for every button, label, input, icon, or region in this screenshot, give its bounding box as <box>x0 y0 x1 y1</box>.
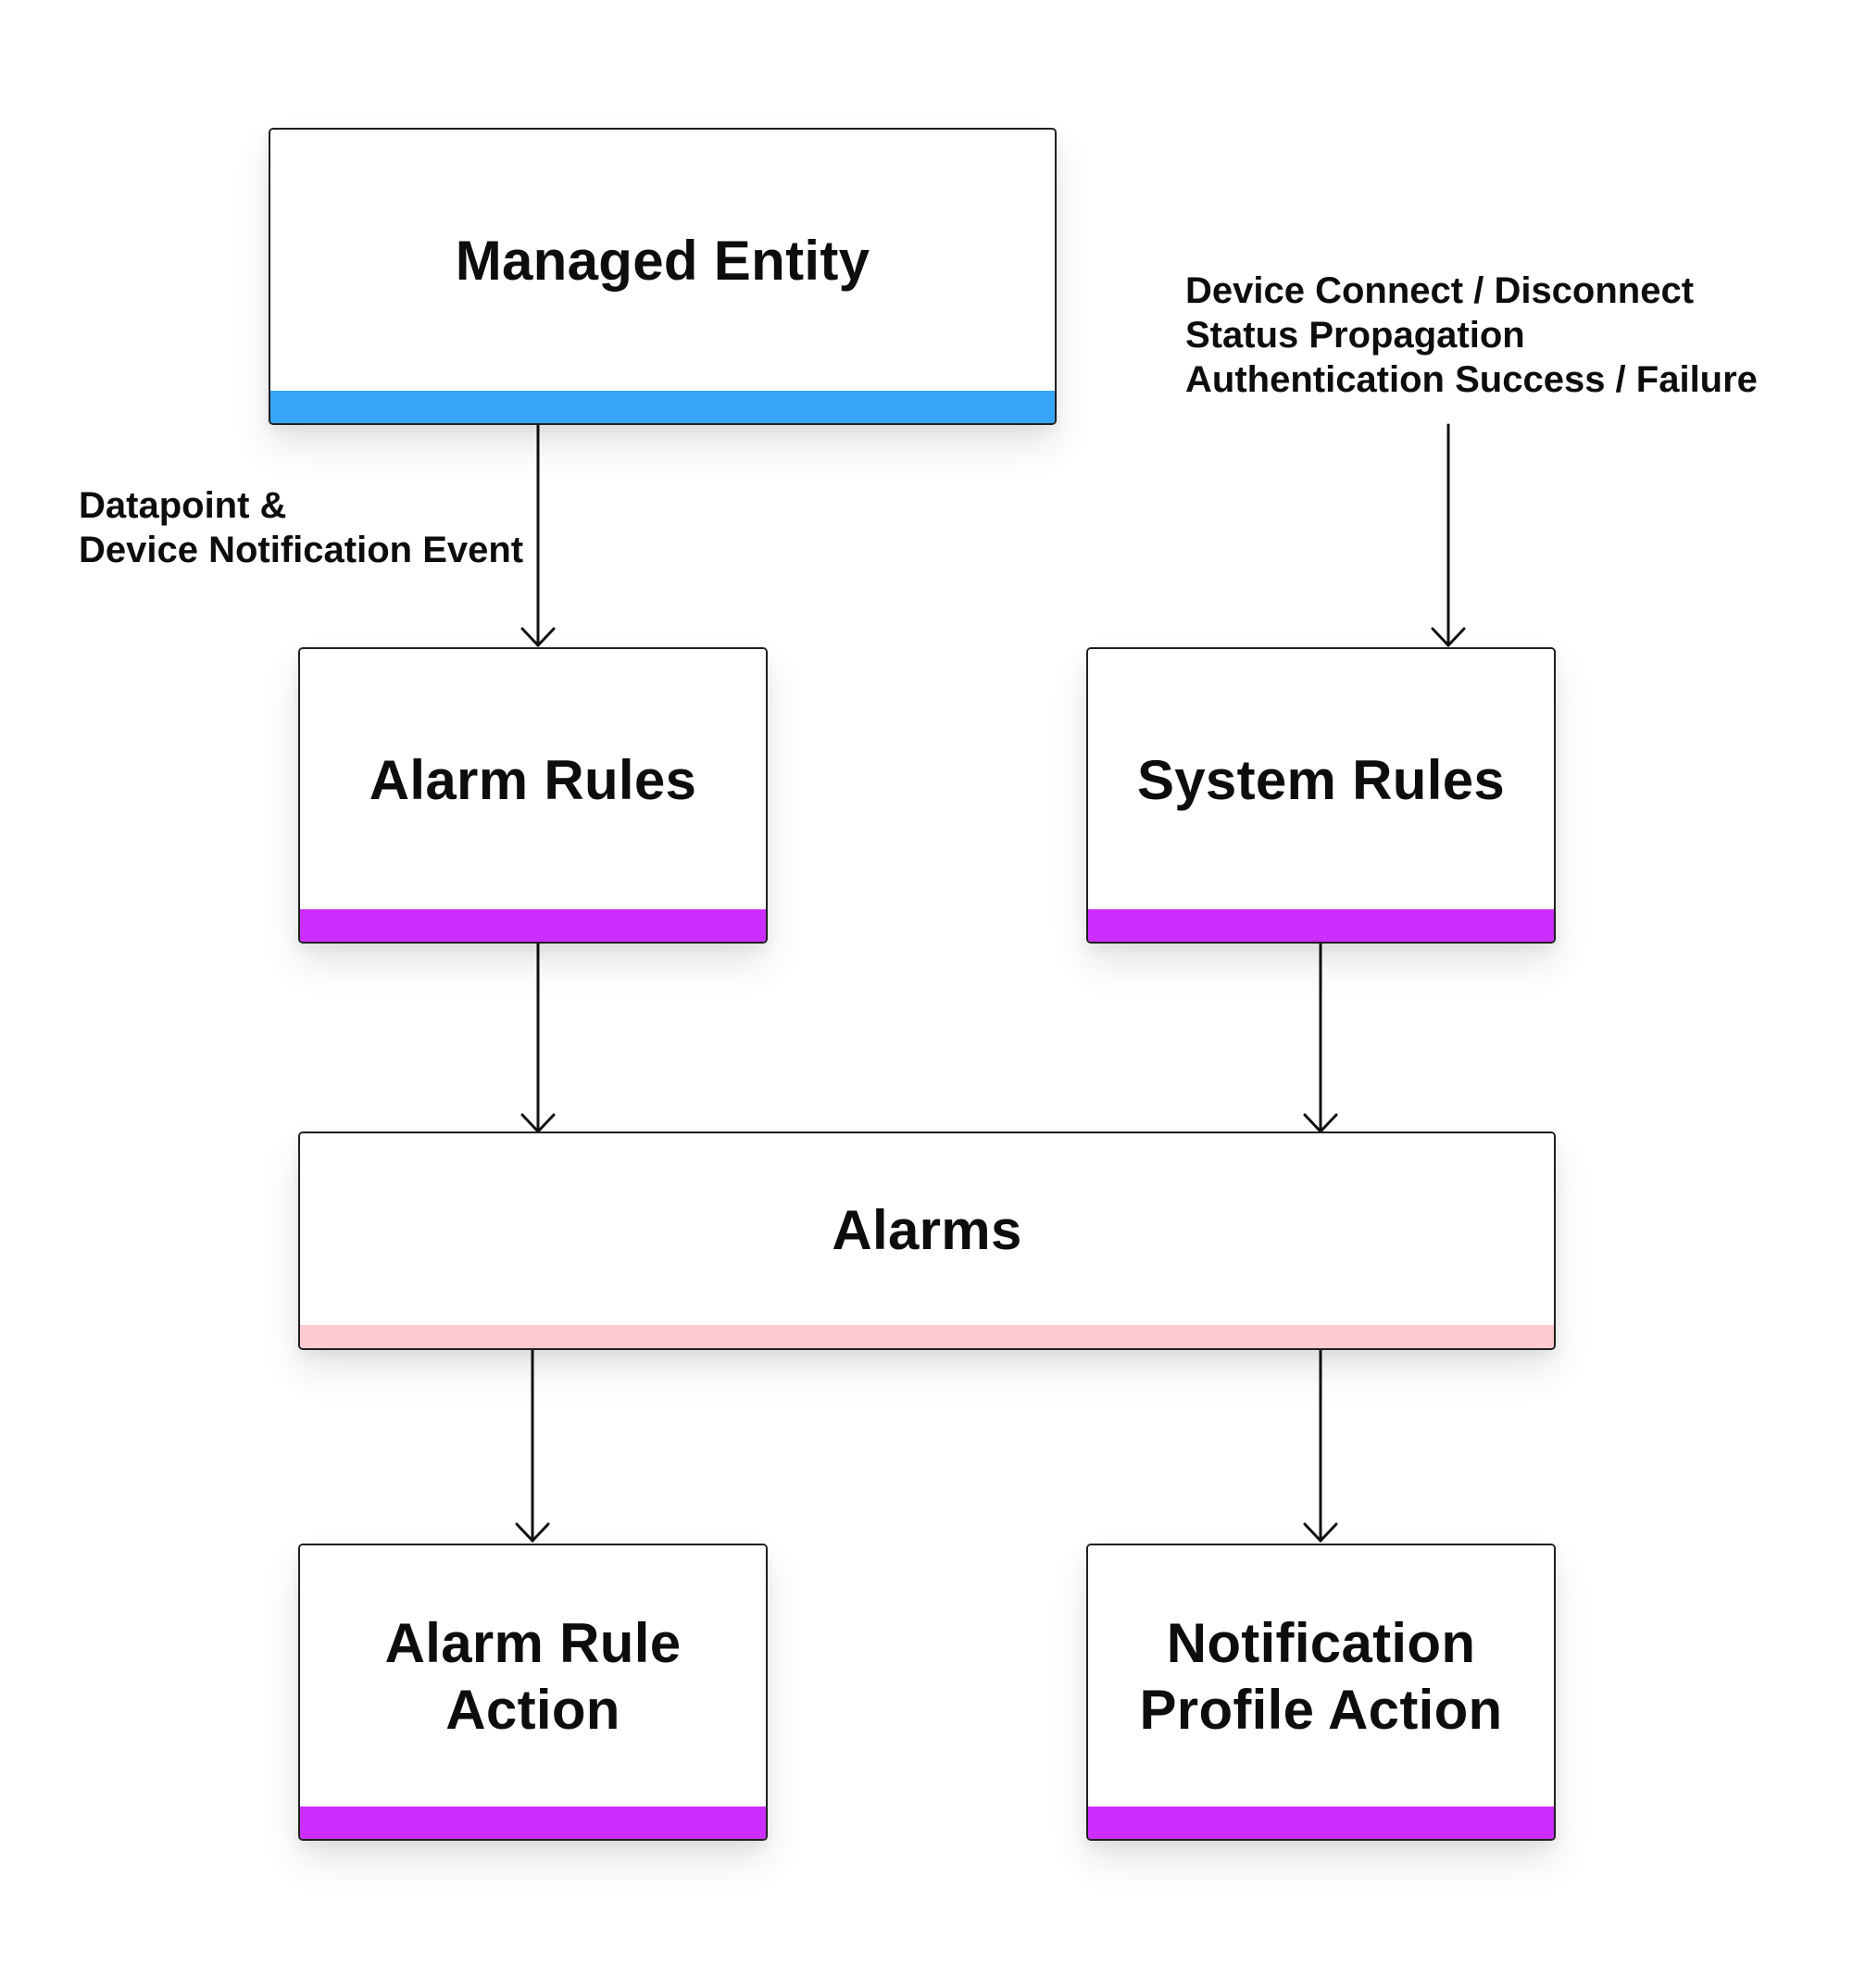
node-system-rules[interactable]: System Rules <box>1086 647 1556 944</box>
node-alarms[interactable]: Alarms <box>298 1132 1556 1350</box>
edge-system-events-to-system-rules <box>1431 423 1466 647</box>
annotation-system-events-line: Device Connect / Disconnect <box>1185 270 1695 311</box>
annotation-datapoint-event-line: Device Notification Event <box>79 530 524 570</box>
node-alarm-rules-label: Alarm Rules <box>369 748 697 811</box>
node-system-rules-body: System Rules <box>1088 649 1554 913</box>
node-alarms-label: Alarms <box>832 1198 1022 1261</box>
annotation-system-events-line: Status Propagation <box>1185 315 1525 356</box>
node-notification-profile-action-color-bar <box>1088 1807 1554 1839</box>
node-system-rules-label: System Rules <box>1136 748 1506 811</box>
edge-system-rules-to-alarms <box>1303 940 1338 1133</box>
node-alarm-rule-action[interactable]: Alarm Rule Action <box>298 1544 768 1841</box>
edge-alarms-to-notification-profile-action <box>1303 1346 1338 1543</box>
node-managed-entity-color-bar <box>270 391 1055 423</box>
node-notification-profile-action-label: Notification Profile Action <box>1139 1612 1503 1741</box>
node-alarm-rules-color-bar <box>300 909 766 942</box>
annotation-system-events-line: Authentication Success / Failure <box>1185 359 1758 400</box>
node-alarms-body: Alarms <box>300 1133 1554 1329</box>
node-alarm-rules[interactable]: Alarm Rules <box>298 647 768 944</box>
node-alarm-rule-action-color-bar <box>300 1807 766 1839</box>
node-system-rules-color-bar <box>1088 909 1554 942</box>
node-managed-entity-label: Managed Entity <box>455 230 870 292</box>
annotation-datapoint-event-line: Datapoint & <box>79 485 287 526</box>
node-notification-profile-action-body: Notification Profile Action <box>1088 1545 1554 1810</box>
node-managed-entity[interactable]: Managed Entity <box>269 128 1057 425</box>
node-alarms-color-bar <box>300 1325 1554 1348</box>
node-alarm-rule-action-label: Alarm Rule Action <box>384 1612 682 1741</box>
node-alarm-rule-action-body: Alarm Rule Action <box>300 1545 766 1810</box>
edge-alarms-to-alarm-rule-action <box>515 1346 550 1543</box>
annotation-system-events: Device Connect / Disconnect Status Propa… <box>1185 269 1758 402</box>
node-managed-entity-body: Managed Entity <box>270 130 1055 394</box>
annotation-datapoint-event: Datapoint & Device Notification Event <box>79 483 523 572</box>
node-notification-profile-action[interactable]: Notification Profile Action <box>1086 1544 1556 1841</box>
edge-alarm-rules-to-alarms <box>520 940 556 1133</box>
node-alarm-rules-body: Alarm Rules <box>300 649 766 913</box>
edge-managed-entity-to-alarm-rules <box>520 420 556 647</box>
